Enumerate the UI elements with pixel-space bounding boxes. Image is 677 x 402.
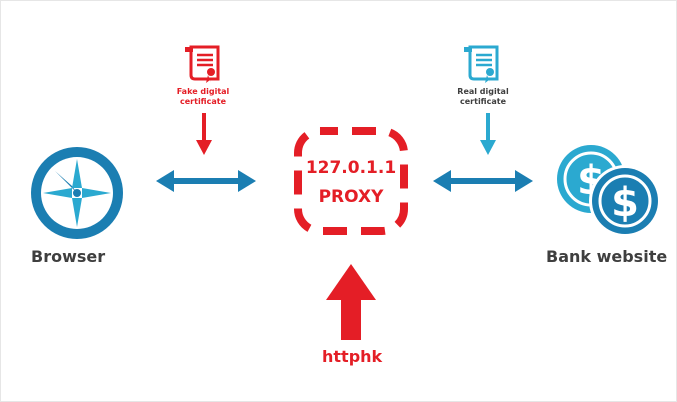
- proxy-ip: 127.0.1.1: [305, 158, 397, 178]
- proxy-box: [294, 127, 408, 235]
- fake-certificate-caption-line2: certificate: [180, 97, 226, 106]
- certificate-icon: [464, 45, 499, 83]
- dollar-coins-icon: $ $: [557, 145, 661, 237]
- proxy-label: PROXY: [318, 187, 384, 207]
- up-arrow-icon: [326, 264, 376, 340]
- fake-certificate-caption: Fake digital certificate: [158, 87, 248, 107]
- bank-label: Bank website: [546, 247, 668, 266]
- real-certificate-caption: Real digital certificate: [438, 87, 528, 107]
- double-arrow-left-icon: [156, 170, 256, 192]
- real-certificate-caption-line2: certificate: [460, 97, 506, 106]
- svg-text:$: $: [611, 180, 639, 226]
- fake-certificate-caption-line1: Fake digital: [176, 87, 230, 96]
- tool-label: httphk: [322, 347, 383, 366]
- compass-icon: [31, 147, 123, 239]
- fake-certificate-down-arrow-icon: [196, 113, 212, 155]
- real-certificate-caption-line1: Real digital: [457, 87, 509, 96]
- browser-label: Browser: [31, 247, 106, 266]
- certificate-icon: [185, 45, 220, 83]
- double-arrow-right-icon: [433, 170, 533, 192]
- real-certificate-down-arrow-icon: [480, 113, 496, 155]
